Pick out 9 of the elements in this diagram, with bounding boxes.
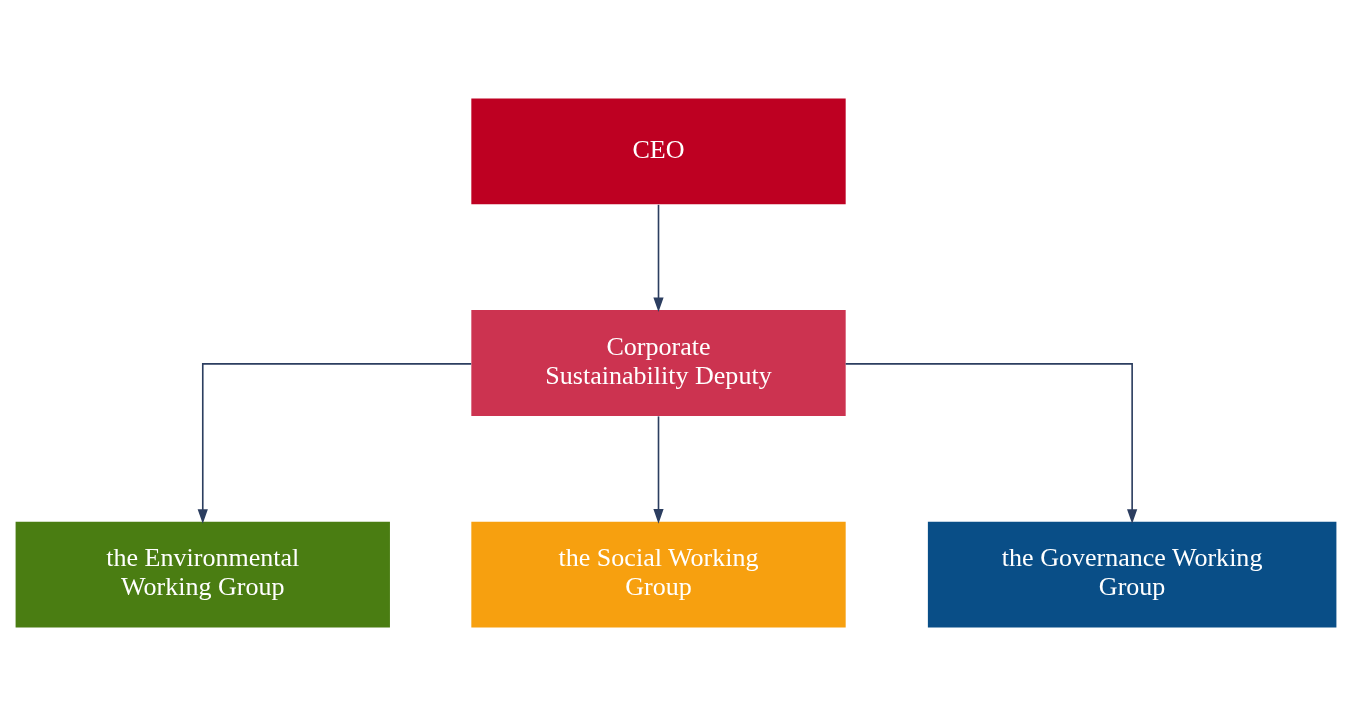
- arrow: [653, 415, 664, 524]
- node-box: the Governance Working Group: [927, 521, 1337, 627]
- arrow: [653, 203, 664, 312]
- node-box: CEO: [471, 98, 846, 204]
- node-box: Corporate Sustainability Deputy: [471, 309, 846, 416]
- node-box: the Social Working Group: [471, 521, 846, 627]
- arrow: [197, 362, 472, 524]
- arrow: [844, 362, 1138, 524]
- node-box: the Environmental Working Group: [15, 521, 390, 627]
